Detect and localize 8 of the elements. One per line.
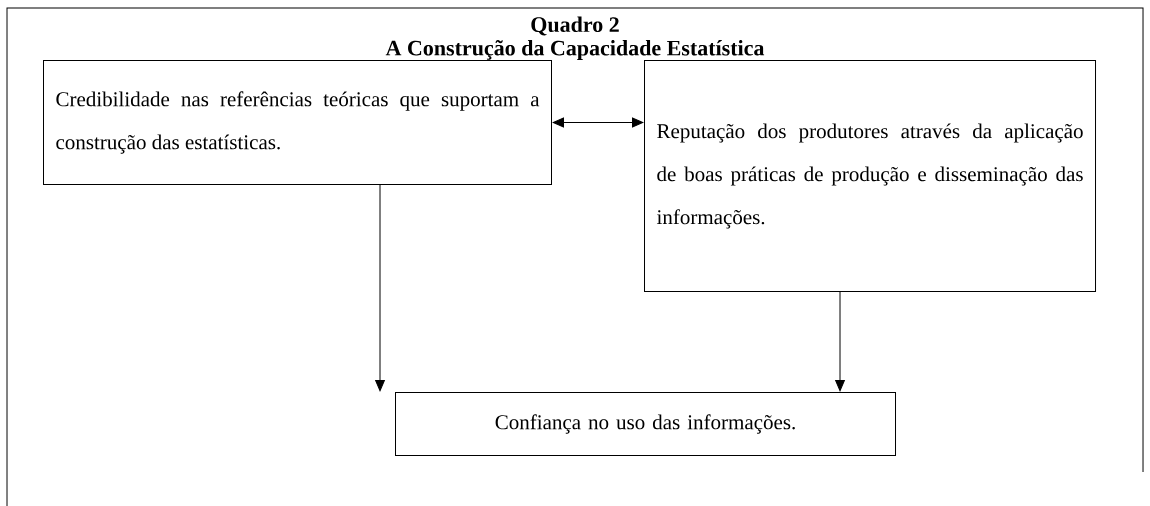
subtitle: A Construção da Capacidade Estatística <box>385 40 765 60</box>
arrow <box>375 184 385 392</box>
text-box: Credibilidade nas referências teóricas que suportam a construção das estatísticas. <box>43 60 552 185</box>
arrow <box>835 291 845 392</box>
text-box: Confiança no uso das informações. <box>395 392 896 456</box>
text-box: Reputação dos produtores através da aplicação de boas práticas de produção e disseminação das informações. <box>644 60 1096 292</box>
title: Quadro 2 <box>531 16 619 36</box>
arrow <box>552 117 644 128</box>
